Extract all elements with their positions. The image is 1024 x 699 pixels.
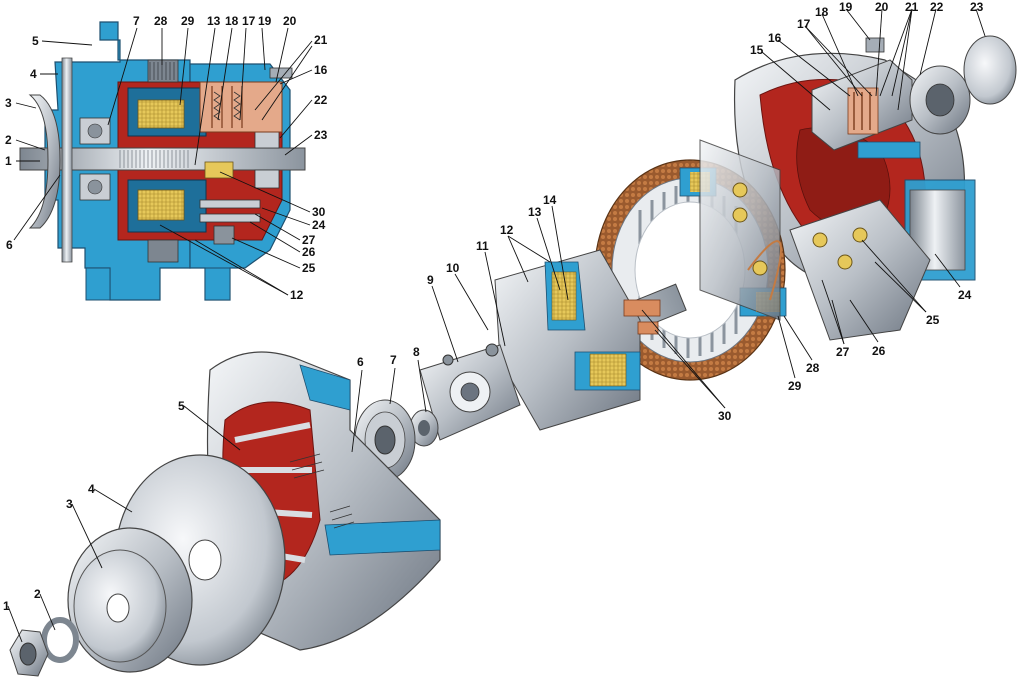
callout-20: 20 — [283, 14, 297, 28]
rear-bearing-bottom — [254, 169, 280, 189]
callout-21: 21 — [905, 0, 919, 14]
callout-5: 5 — [178, 399, 185, 413]
callout-18: 18 — [225, 14, 239, 28]
callout-11: 11 — [476, 239, 489, 253]
callout-23: 23 — [970, 0, 984, 14]
callout-27: 27 — [302, 233, 316, 247]
callouts-exploded: 1 2 3 4 5 6 7 8 9 10 11 12 13 14 30 29 2… — [3, 0, 984, 613]
callout-30: 30 — [312, 205, 326, 219]
diode-plate-1 — [199, 199, 261, 209]
callout-27: 27 — [836, 345, 850, 359]
callout-2: 2 — [34, 587, 41, 601]
callout-2: 2 — [5, 133, 12, 147]
callout-22: 22 — [314, 93, 328, 107]
rotor-shaft — [19, 147, 306, 171]
callout-26: 26 — [872, 344, 886, 358]
callout-4: 4 — [88, 482, 95, 496]
rectifier-plate — [699, 139, 931, 341]
callout-1: 1 — [3, 599, 10, 613]
callouts-section: 1 2 3 4 5 6 7 28 29 13 18 17 19 20 21 16… — [5, 14, 328, 302]
callout-7: 7 — [390, 353, 397, 367]
fan-section — [61, 57, 73, 263]
callout-29: 29 — [181, 14, 195, 28]
rotor — [443, 249, 687, 431]
callout-6: 6 — [357, 355, 364, 369]
callout-15: 15 — [750, 43, 764, 57]
callout-3: 3 — [66, 497, 73, 511]
callout-8: 8 — [413, 345, 420, 359]
callout-3: 3 — [5, 96, 12, 110]
callout-24: 24 — [958, 288, 972, 302]
callout-5: 5 — [32, 34, 39, 48]
exploded-view — [9, 35, 1017, 677]
callout-4: 4 — [30, 67, 37, 81]
callout-19: 19 — [839, 0, 853, 14]
callout-28: 28 — [806, 361, 820, 375]
rear-bearing-top — [254, 129, 280, 149]
callout-9: 9 — [427, 273, 434, 287]
callout-25: 25 — [302, 261, 316, 275]
spring-washer — [41, 617, 79, 663]
callout-17: 17 — [797, 17, 811, 31]
callout-28: 28 — [154, 14, 168, 28]
front-bearing-retainer — [419, 343, 521, 441]
callout-25: 25 — [926, 313, 940, 327]
field-winding-top — [137, 99, 185, 129]
callout-29: 29 — [788, 379, 802, 393]
field-winding-bottom — [137, 189, 185, 221]
callout-22: 22 — [930, 0, 944, 14]
rear-bearing — [909, 65, 971, 135]
callout-18: 18 — [815, 5, 829, 19]
diode-plate-2 — [199, 213, 261, 223]
callout-14: 14 — [543, 193, 557, 207]
callout-6: 6 — [6, 238, 13, 252]
end-cap — [963, 35, 1017, 105]
leader-lines — [7, 8, 986, 643]
callout-17: 17 — [242, 14, 256, 28]
stator-bottom — [147, 239, 179, 263]
callout-26: 26 — [302, 245, 316, 259]
callout-13: 13 — [207, 14, 221, 28]
callout-21: 21 — [314, 33, 328, 47]
pulley-nut — [9, 629, 49, 677]
sectional-view — [19, 21, 306, 301]
callout-7: 7 — [133, 14, 140, 28]
pulley-section — [28, 94, 61, 229]
brush-holder — [811, 37, 913, 151]
callout-24: 24 — [312, 218, 326, 232]
callout-16: 16 — [314, 63, 328, 77]
callout-16: 16 — [768, 31, 782, 45]
callout-23: 23 — [314, 128, 328, 142]
callout-10: 10 — [446, 261, 460, 275]
callout-1: 1 — [5, 154, 12, 168]
callout-30: 30 — [718, 409, 732, 423]
slip-rings-section — [204, 161, 234, 179]
stator-top — [147, 59, 179, 83]
callout-12: 12 — [500, 223, 514, 237]
pulley — [67, 527, 193, 673]
callout-19: 19 — [258, 14, 272, 28]
callout-12: 12 — [290, 288, 304, 302]
callout-20: 20 — [875, 0, 889, 14]
callout-13: 13 — [528, 205, 542, 219]
